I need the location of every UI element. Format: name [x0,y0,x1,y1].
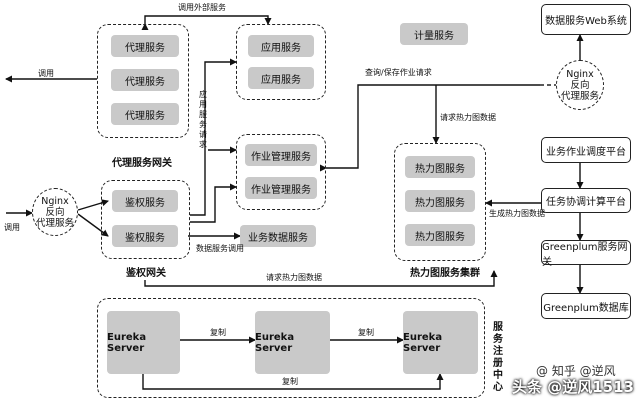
heatmap-service-2: 热力图服务 [405,190,475,212]
heatmap-request-bottom-label: 请求热力图数据 [266,273,322,282]
nginx-right-line-1: Nginx [566,68,594,80]
replicate-label-1: 复制 [210,328,226,337]
job-service-2: 作业管理服务 [245,177,317,199]
app-request-label: 应用服务请求 [199,90,207,149]
job-service-group [236,134,326,210]
heatmap-request-top-label: 请求热力图数据 [440,113,496,122]
eureka-server-1: Eureka Server [107,311,180,374]
nginx-left-line-1: Nginx [41,195,69,207]
greenplum-gateway-box: Greenplum服务网关 [541,240,631,268]
nginx-left-line-3: 代理服务 [35,217,74,229]
service-registry-group [97,298,485,398]
heatmap-service-3: 热力图服务 [405,224,475,246]
registry-title: 服务注册中心 [493,322,503,393]
heatmap-cluster-title: 热力图服务集群 [410,268,480,279]
proxy-gateway-title: 代理服务网关 [112,158,172,169]
auth-service-2: 鉴权服务 [112,225,178,247]
watermark-main: 头条 @逆风1513 [512,378,634,396]
coordinator-box: 任务协调计算平台 [541,188,631,213]
proxy-service-1: 代理服务 [111,35,179,57]
watermark-small: @ 知乎 @逆风 [536,364,616,378]
data-service-call-label: 数据服务调用 [196,244,244,253]
auth-gateway-group [101,180,190,259]
nginx-left-line-2: 反向 [45,206,65,218]
nginx-right-line-2: 反向 [570,79,590,91]
call-out-label: 调用 [38,69,54,78]
auth-service-1: 鉴权服务 [112,190,178,212]
app-service-group [236,24,326,100]
replicate-label-2: 复制 [358,328,374,337]
heatmap-service-1: 热力图服务 [405,156,475,178]
proxy-service-3: 代理服务 [111,103,179,125]
nginx-right-proxy: Nginx 反向 代理服务 [556,60,604,110]
gen-heatmap-label: 生成热力图数据 [489,209,545,218]
nginx-left-proxy: Nginx 反向 代理服务 [32,188,78,236]
app-service-2: 应用服务 [248,67,314,89]
proxy-service-2: 代理服务 [111,69,179,91]
scheduler-box: 业务作业调度平台 [541,137,631,163]
heatmap-cluster-group [394,143,486,261]
business-data-service: 业务数据服务 [240,225,316,247]
proxy-gateway-group [97,24,189,138]
app-service-1: 应用服务 [248,35,314,57]
query-save-job-label: 查询/保存作业请求 [365,68,432,77]
web-system-box: 数据服务Web系统 [541,4,631,35]
metering-service: 计量服务 [400,23,468,45]
eureka-server-3: Eureka Server [403,311,478,374]
call-in-label: 调用 [4,223,20,232]
eureka-server-2: Eureka Server [255,311,330,374]
greenplum-db-box: Greenplum数据库 [541,293,631,319]
call-external-label: 调用外部服务 [178,3,226,12]
auth-gateway-title: 鉴权网关 [126,268,166,279]
replicate-label-3: 复制 [282,377,298,386]
job-service-1: 作业管理服务 [245,144,317,166]
nginx-right-line-3: 代理服务 [560,90,599,102]
